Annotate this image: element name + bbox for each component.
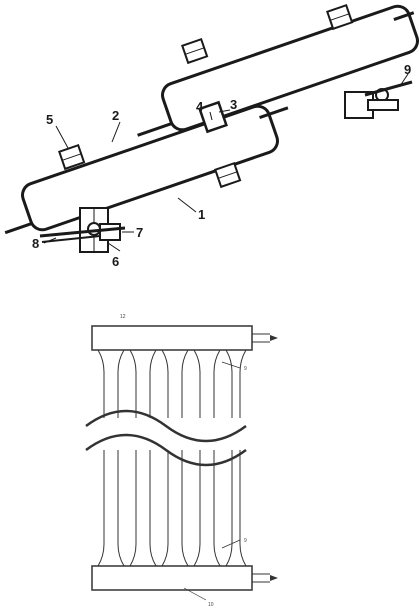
break-line-upper	[85, 409, 247, 443]
top-header	[91, 325, 253, 351]
callout-9-upper: 9	[244, 366, 247, 372]
callout-2: 2	[112, 108, 119, 123]
lower-cylinder	[4, 104, 289, 235]
tube-flares-bottom	[97, 543, 247, 567]
callout-10: 10	[208, 602, 214, 608]
leader-lines	[43, 73, 409, 252]
coupling-sleeve	[198, 100, 228, 134]
callout-7: 7	[136, 225, 143, 240]
break-line-lower	[85, 433, 247, 467]
callout-3: 3	[230, 97, 237, 112]
tube-flares-top	[97, 349, 247, 373]
callout-1: 1	[198, 207, 205, 222]
top-figure: 1 2 3 4 5 6 7 8 9	[4, 4, 419, 269]
callout-9: 9	[404, 62, 411, 77]
lower-clamp-top	[58, 144, 86, 171]
callout-12: 12	[120, 314, 126, 320]
callout-6: 6	[112, 254, 119, 269]
lower-clamp-bottom	[214, 162, 242, 189]
bottom-header	[91, 565, 253, 591]
callout-9-lower: 9	[244, 538, 247, 544]
callout-5: 5	[46, 112, 53, 127]
lower-bracket-assembly	[39, 207, 126, 253]
callout-8: 8	[32, 236, 39, 251]
upper-clamp-top-right	[326, 4, 354, 31]
callout-4: 4	[196, 99, 204, 114]
bottom-figure	[85, 325, 278, 601]
upper-bracket-assembly	[344, 80, 413, 119]
tubes-upper	[103, 372, 241, 418]
upper-cylinder	[137, 4, 419, 137]
tubes-lower	[103, 450, 241, 544]
upper-clamp-top-left	[181, 38, 209, 65]
